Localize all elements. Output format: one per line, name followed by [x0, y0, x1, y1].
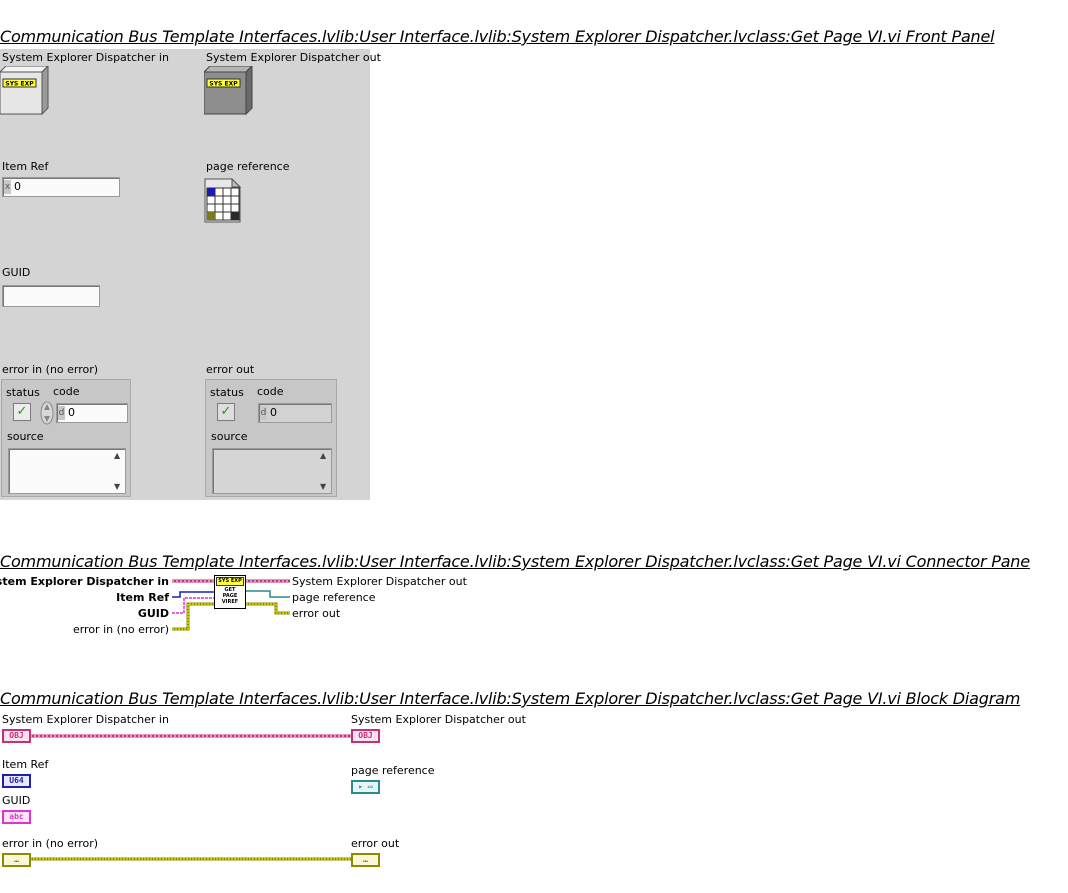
item-ref-terminal[interactable]: U64	[2, 774, 31, 788]
dispatcher-out-indicator: SYS EXP	[204, 66, 253, 116]
sys-exp-badge: SYS EXP	[216, 577, 244, 586]
dispatcher-in-control[interactable]: SYS EXP	[0, 66, 50, 116]
error-in-source-input[interactable]: ▲ ▼	[8, 448, 126, 494]
front-panel-title: Communication Bus Template Interfaces.lv…	[0, 27, 995, 46]
bd-error-out-label: error out	[351, 837, 400, 850]
bd-error-in-label: error in (no error)	[2, 837, 99, 850]
guid-label: GUID	[2, 266, 31, 279]
cp-output-dispatcher-out: System Explorer Dispatcher out	[292, 575, 467, 588]
scroll-up-icon[interactable]: ▲	[320, 451, 327, 460]
cp-input-guid: GUID	[137, 607, 169, 620]
status-label: status	[210, 386, 244, 399]
dispatcher-in-terminal[interactable]: OBJ	[2, 729, 31, 743]
error-out-terminal[interactable]: …	[351, 853, 380, 867]
bd-dispatcher-in-label: System Explorer Dispatcher in	[2, 713, 169, 726]
code-label: code	[257, 385, 284, 398]
block-diagram-title: Communication Bus Template Interfaces.lv…	[0, 689, 1021, 708]
cp-input-error-in: error in (no error)	[72, 623, 169, 636]
cp-input-dispatcher-in: System Explorer Dispatcher in	[0, 575, 169, 588]
dispatcher-out-terminal[interactable]: OBJ	[351, 729, 380, 743]
item-ref-input[interactable]: x 0	[2, 177, 120, 197]
sys-exp-badge: SYS EXP	[5, 81, 34, 88]
error-in-label: error in (no error)	[2, 363, 99, 376]
item-ref-value: 0	[14, 180, 21, 193]
code-value: 0	[68, 406, 75, 419]
page-reference-indicator	[204, 178, 242, 223]
block-diagram-wires	[30, 734, 352, 861]
guid-terminal[interactable]: abc	[2, 810, 31, 824]
scroll-down-icon[interactable]: ▼	[114, 482, 121, 491]
radix-indicator: d	[260, 406, 267, 420]
scroll-up-icon[interactable]: ▲	[114, 451, 121, 460]
error-out-code-indicator: d 0	[258, 403, 332, 423]
error-in-terminal[interactable]: …	[2, 853, 31, 867]
status-indicator: ✓	[217, 403, 235, 421]
icon-text-line: GET	[224, 587, 236, 593]
code-value: 0	[270, 406, 277, 419]
dispatcher-in-label: System Explorer Dispatcher in	[2, 51, 169, 64]
code-label: code	[53, 385, 80, 398]
connector-pane-title: Communication Bus Template Interfaces.lv…	[0, 552, 1030, 571]
bd-page-reference-label: page reference	[351, 764, 435, 777]
error-out-source-indicator: ▲ ▼	[212, 448, 332, 494]
cp-output-page-reference: page reference	[292, 591, 376, 604]
error-out-cluster: status code ✓ d 0 source ▲ ▼	[205, 379, 337, 497]
source-scrollbar[interactable]: ▲ ▼	[111, 449, 125, 493]
icon-text-line: PAGE	[222, 593, 238, 599]
source-scrollbar[interactable]: ▲ ▼	[317, 449, 331, 493]
radix-indicator: d	[58, 406, 65, 420]
get-page-vi-icon: SYS EXP GET PAGE VIREF	[214, 575, 246, 609]
error-in-cluster: status code ✓ d 0 source ▲ ▼	[1, 379, 131, 497]
page-reference-label: page reference	[206, 160, 290, 173]
source-label: source	[7, 430, 44, 443]
error-out-label: error out	[206, 363, 255, 376]
radix-indicator: x	[4, 180, 11, 194]
item-ref-label: Item Ref	[2, 160, 49, 173]
bd-dispatcher-out-label: System Explorer Dispatcher out	[351, 713, 526, 726]
bd-guid-label: GUID	[2, 794, 31, 807]
cp-input-item-ref: Item Ref	[116, 591, 169, 604]
status-checkbox[interactable]: ✓	[13, 403, 31, 421]
bd-item-ref-label: Item Ref	[2, 758, 49, 771]
code-increment-stepper[interactable]	[40, 401, 54, 425]
sys-exp-badge: SYS EXP	[209, 81, 238, 88]
page-reference-terminal[interactable]: ▸ ▭	[351, 780, 380, 794]
scroll-down-icon[interactable]: ▼	[320, 482, 327, 491]
icon-text-line: VIREF	[221, 599, 239, 605]
dispatcher-out-label: System Explorer Dispatcher out	[206, 51, 381, 64]
cp-output-error-out: error out	[292, 607, 341, 620]
status-label: status	[6, 386, 40, 399]
connector-pane-wires	[172, 579, 290, 631]
source-label: source	[211, 430, 248, 443]
guid-input[interactable]	[2, 285, 100, 307]
error-in-code-input[interactable]: d 0	[56, 403, 128, 423]
